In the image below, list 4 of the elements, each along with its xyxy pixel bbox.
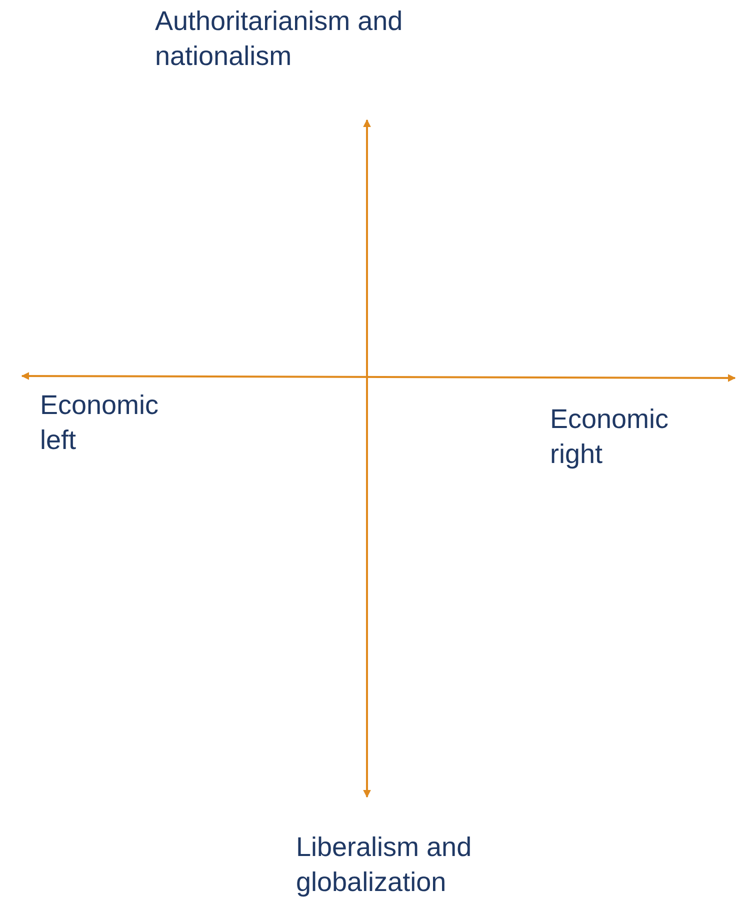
axis-label: Authoritarianism and nationalism — [155, 6, 403, 71]
axis-label: Economic left — [40, 390, 159, 455]
axis-label: Economic right — [550, 404, 669, 469]
axis-label: Liberalism and globalization — [296, 832, 472, 897]
